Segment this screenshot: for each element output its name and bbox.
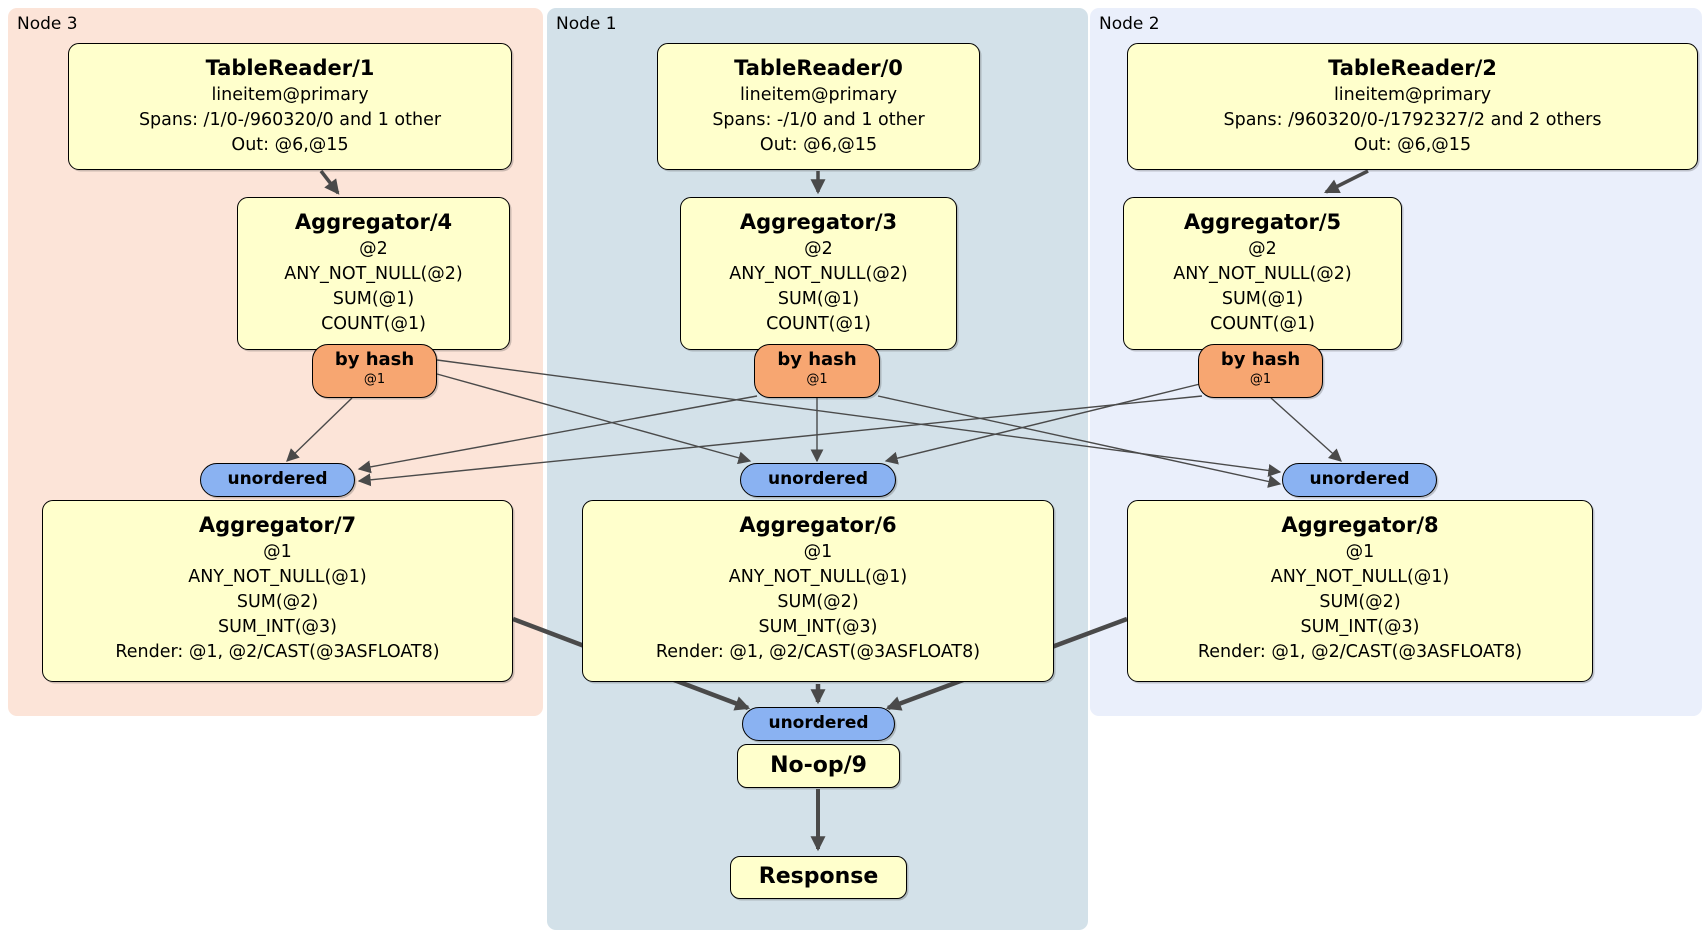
processor-detail: Out: @6,@15: [759, 135, 878, 155]
processor-title: No-op/9: [770, 753, 867, 778]
node-label-3: Node 3: [17, 14, 78, 34]
processor-detail: Out: @6,@15: [1353, 135, 1472, 155]
router-by-hash-node1: by hash @1: [754, 344, 880, 398]
processor-detail: SUM(@2): [777, 592, 859, 612]
processor-detail: SUM(@2): [236, 592, 319, 612]
sync-label: unordered: [768, 713, 869, 733]
processor-title: Aggregator/8: [1281, 513, 1439, 537]
processor-detail: COUNT(@1): [321, 314, 426, 334]
edge-byhash2-unordered2: [1270, 397, 1342, 462]
processor-detail: COUNT(@1): [766, 314, 871, 334]
processor-detail: Render: @1, @2/CAST(@3ASFLOAT8): [115, 642, 440, 662]
processor-aggregator-4: Aggregator/4 @2 ANY_NOT_NULL(@2) SUM(@1)…: [237, 197, 510, 350]
edge-byhash1-unordered3: [357, 395, 758, 474]
processor-detail: ANY_NOT_NULL(@1): [728, 567, 908, 587]
processor-detail: ANY_NOT_NULL(@2): [284, 264, 463, 284]
processor-tablereader-1: TableReader/1 lineitem@primary Spans: /1…: [68, 43, 512, 170]
processor-detail: @2: [359, 239, 388, 259]
processor-detail: Out: @6,@15: [231, 135, 349, 155]
processor-title: Aggregator/7: [198, 513, 357, 537]
router-label: by hash: [777, 349, 857, 370]
processor-detail: @2: [1248, 239, 1277, 259]
processor-detail: Spans: -/1/0 and 1 other: [712, 110, 925, 130]
edge-byhash1-unordered2: [877, 395, 1282, 488]
processor-aggregator-7: Aggregator/7 @1 ANY_NOT_NULL(@1) SUM(@2)…: [42, 500, 513, 682]
processor-detail: ANY_NOT_NULL(@2): [1173, 264, 1352, 284]
processor-detail: COUNT(@1): [1210, 314, 1315, 334]
edge-byhash2-unordered3: [357, 395, 1203, 487]
sync-label: unordered: [1309, 469, 1410, 489]
processor-detail: @2: [804, 239, 833, 259]
processor-title: Aggregator/3: [739, 210, 898, 234]
router-label: by hash: [334, 349, 415, 370]
processor-detail: Render: @1, @2/CAST(@3ASFLOAT8): [1197, 642, 1523, 662]
node-label-1: Node 1: [556, 14, 617, 34]
processor-title: Aggregator/4: [294, 210, 453, 234]
processor-detail: lineitem@primary: [739, 85, 898, 105]
edge-byhash3-unordered1: [436, 373, 752, 465]
processor-detail: Spans: /1/0-/960320/0 and 1 other: [138, 110, 442, 130]
processor-title: Aggregator/5: [1183, 210, 1342, 234]
processor-title: TableReader/1: [205, 56, 375, 80]
router-by-hash-node2: by hash @1: [1198, 344, 1323, 398]
processor-detail: ANY_NOT_NULL(@2): [729, 264, 908, 284]
processor-detail: lineitem@primary: [1333, 85, 1492, 105]
processor-detail: SUM(@1): [332, 289, 415, 309]
processor-title: TableReader/0: [734, 56, 903, 80]
processor-response: Response: [730, 856, 907, 899]
processor-detail: ANY_NOT_NULL(@1): [1270, 567, 1450, 587]
sync-unordered-final: unordered: [742, 707, 895, 741]
processor-detail: Spans: /960320/0-/1792327/2 and 2 others: [1223, 110, 1602, 130]
processor-aggregator-6: Aggregator/6 @1 ANY_NOT_NULL(@1) SUM(@2)…: [582, 500, 1054, 682]
processor-title: Response: [758, 864, 879, 889]
processor-detail: SUM(@1): [1221, 289, 1304, 309]
processor-aggregator-5: Aggregator/5 @2 ANY_NOT_NULL(@2) SUM(@1)…: [1123, 197, 1402, 350]
processor-detail: SUM(@2): [1319, 592, 1401, 612]
processor-tablereader-0: TableReader/0 lineitem@primary Spans: -/…: [657, 43, 980, 170]
sync-unordered-node2: unordered: [1282, 463, 1437, 497]
router-column: @1: [806, 372, 828, 387]
router-by-hash-node3: by hash @1: [312, 344, 437, 398]
processor-title: TableReader/2: [1328, 56, 1497, 80]
processor-detail: ANY_NOT_NULL(@1): [188, 567, 367, 587]
sync-label: unordered: [227, 469, 328, 489]
processor-tablereader-2: TableReader/2 lineitem@primary Spans: /9…: [1127, 43, 1698, 170]
processor-detail: @1: [263, 542, 292, 562]
processor-title: Aggregator/6: [739, 513, 897, 537]
router-label: by hash: [1220, 349, 1301, 370]
processor-detail: SUM_INT(@3): [1300, 617, 1420, 637]
processor-aggregator-3: Aggregator/3 @2 ANY_NOT_NULL(@2) SUM(@1)…: [680, 197, 957, 350]
edge-tablereader2-aggregator5: [1323, 169, 1369, 194]
processor-detail: lineitem@primary: [211, 85, 369, 105]
edge-tablereader1-aggregator4: [319, 169, 340, 195]
processor-noop-9: No-op/9: [737, 744, 900, 788]
sync-unordered-node3: unordered: [200, 463, 355, 497]
sync-unordered-node1: unordered: [740, 463, 896, 497]
processor-detail: SUM_INT(@3): [758, 617, 878, 637]
processor-aggregator-8: Aggregator/8 @1 ANY_NOT_NULL(@1) SUM(@2)…: [1127, 500, 1593, 682]
edge-byhash2-unordered1: [884, 383, 1201, 465]
processor-detail: SUM(@1): [777, 289, 860, 309]
processor-detail: @1: [1345, 542, 1375, 562]
edge-byhash3-unordered3: [286, 397, 353, 462]
sync-label: unordered: [767, 469, 869, 489]
router-column: @1: [363, 372, 386, 387]
processor-detail: SUM_INT(@3): [218, 617, 337, 637]
router-column: @1: [1249, 372, 1272, 387]
processor-detail: @1: [803, 542, 833, 562]
processor-detail: Render: @1, @2/CAST(@3ASFLOAT8): [655, 642, 981, 662]
node-label-2: Node 2: [1099, 14, 1160, 34]
